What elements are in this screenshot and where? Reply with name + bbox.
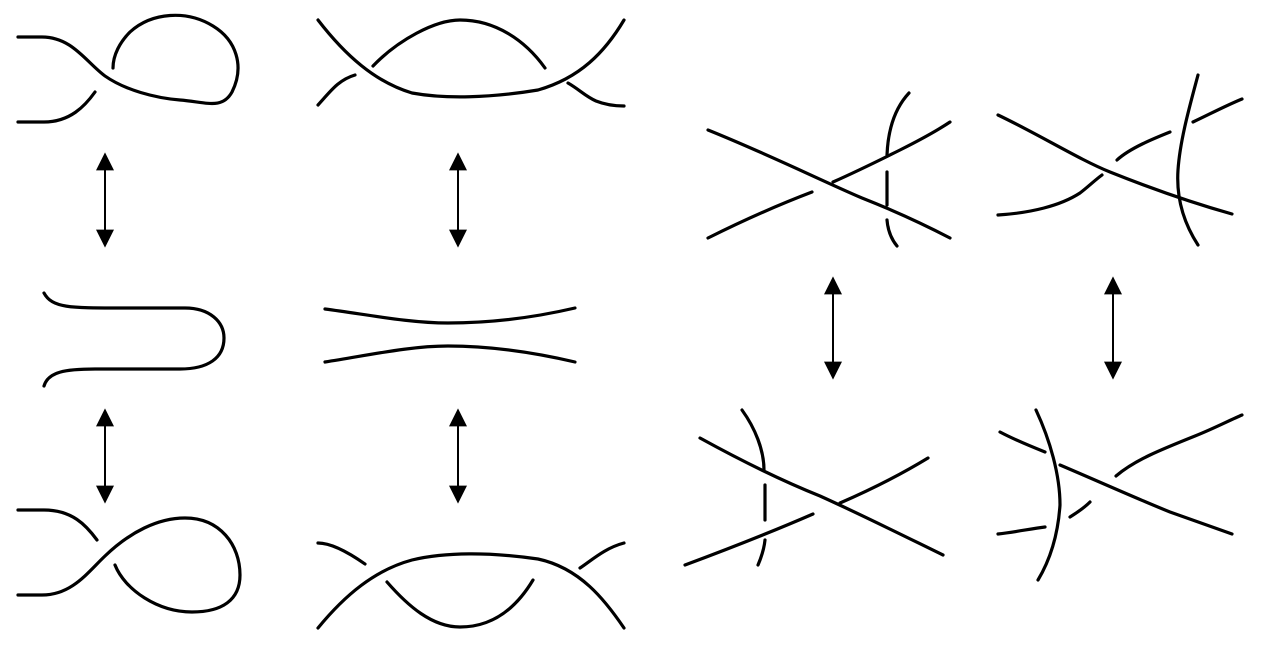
r1-top-twist (16, 13, 240, 124)
r3b-top-rising-right (1191, 97, 1244, 124)
r3b-bottom-over-strand (1058, 463, 1234, 536)
r2-bottom-right-stub (578, 541, 626, 570)
r2-bottom-over-strand (316, 552, 626, 630)
r3a-bottom-config (683, 408, 945, 567)
r2-middle-separated (323, 306, 577, 364)
r2-top-over-strand (316, 18, 626, 99)
r1-bottom-under-strand (16, 508, 99, 542)
r3b-top-rising-left (996, 173, 1104, 217)
r2-top-crossings (316, 18, 626, 108)
r2-middle-lower-strand (323, 344, 577, 364)
r1-cap-strand (42, 291, 226, 388)
r1-middle-cap (42, 291, 226, 388)
r1-bottom-over-strand (16, 516, 242, 614)
r3a-bottom-over-strand (698, 436, 945, 557)
r3a-bottom-vertical-upper (740, 408, 766, 472)
r1-top-under-strand (16, 90, 97, 124)
r3b-bottom-rising-right (1114, 413, 1244, 478)
r3b-top-vertical-strand (1176, 73, 1200, 247)
r3b-top-rising-middle (1115, 130, 1172, 162)
r3b-bottom-config (996, 408, 1244, 582)
r3b-bottom-left-stub (998, 430, 1047, 454)
r3b-top-config (996, 73, 1244, 247)
r1-bottom-twist (16, 508, 242, 614)
r2-top-arc-strand (371, 18, 547, 70)
r2-bottom-crossings (316, 541, 626, 630)
r2-top-right-stub (566, 81, 626, 108)
r2-bottom-left-stub (316, 541, 367, 566)
r3a-top-vertical-upper (885, 91, 911, 157)
r3a-top-over-strand (706, 128, 952, 240)
r2-middle-upper-strand (323, 306, 577, 325)
r3b-bottom-vertical-strand (1034, 408, 1062, 582)
r3a-bottom-vertical-lower (756, 538, 767, 567)
r3a-top-config (706, 91, 952, 248)
r3a-bottom-rising-right (838, 456, 930, 505)
r3a-bottom-rising-left (683, 512, 815, 567)
r3b-bottom-rising-left (996, 525, 1047, 536)
r1-top-over-strand (16, 13, 240, 106)
r3a-top-rising-left (706, 190, 814, 240)
r3a-top-rising-right (831, 120, 952, 184)
r2-top-left-stub (316, 73, 357, 107)
r3b-top-over-strand (996, 113, 1234, 216)
r3a-top-vertical-lower (885, 218, 899, 248)
r2-bottom-arc-strand (385, 578, 535, 629)
r3b-bottom-rising-middle (1068, 500, 1092, 519)
